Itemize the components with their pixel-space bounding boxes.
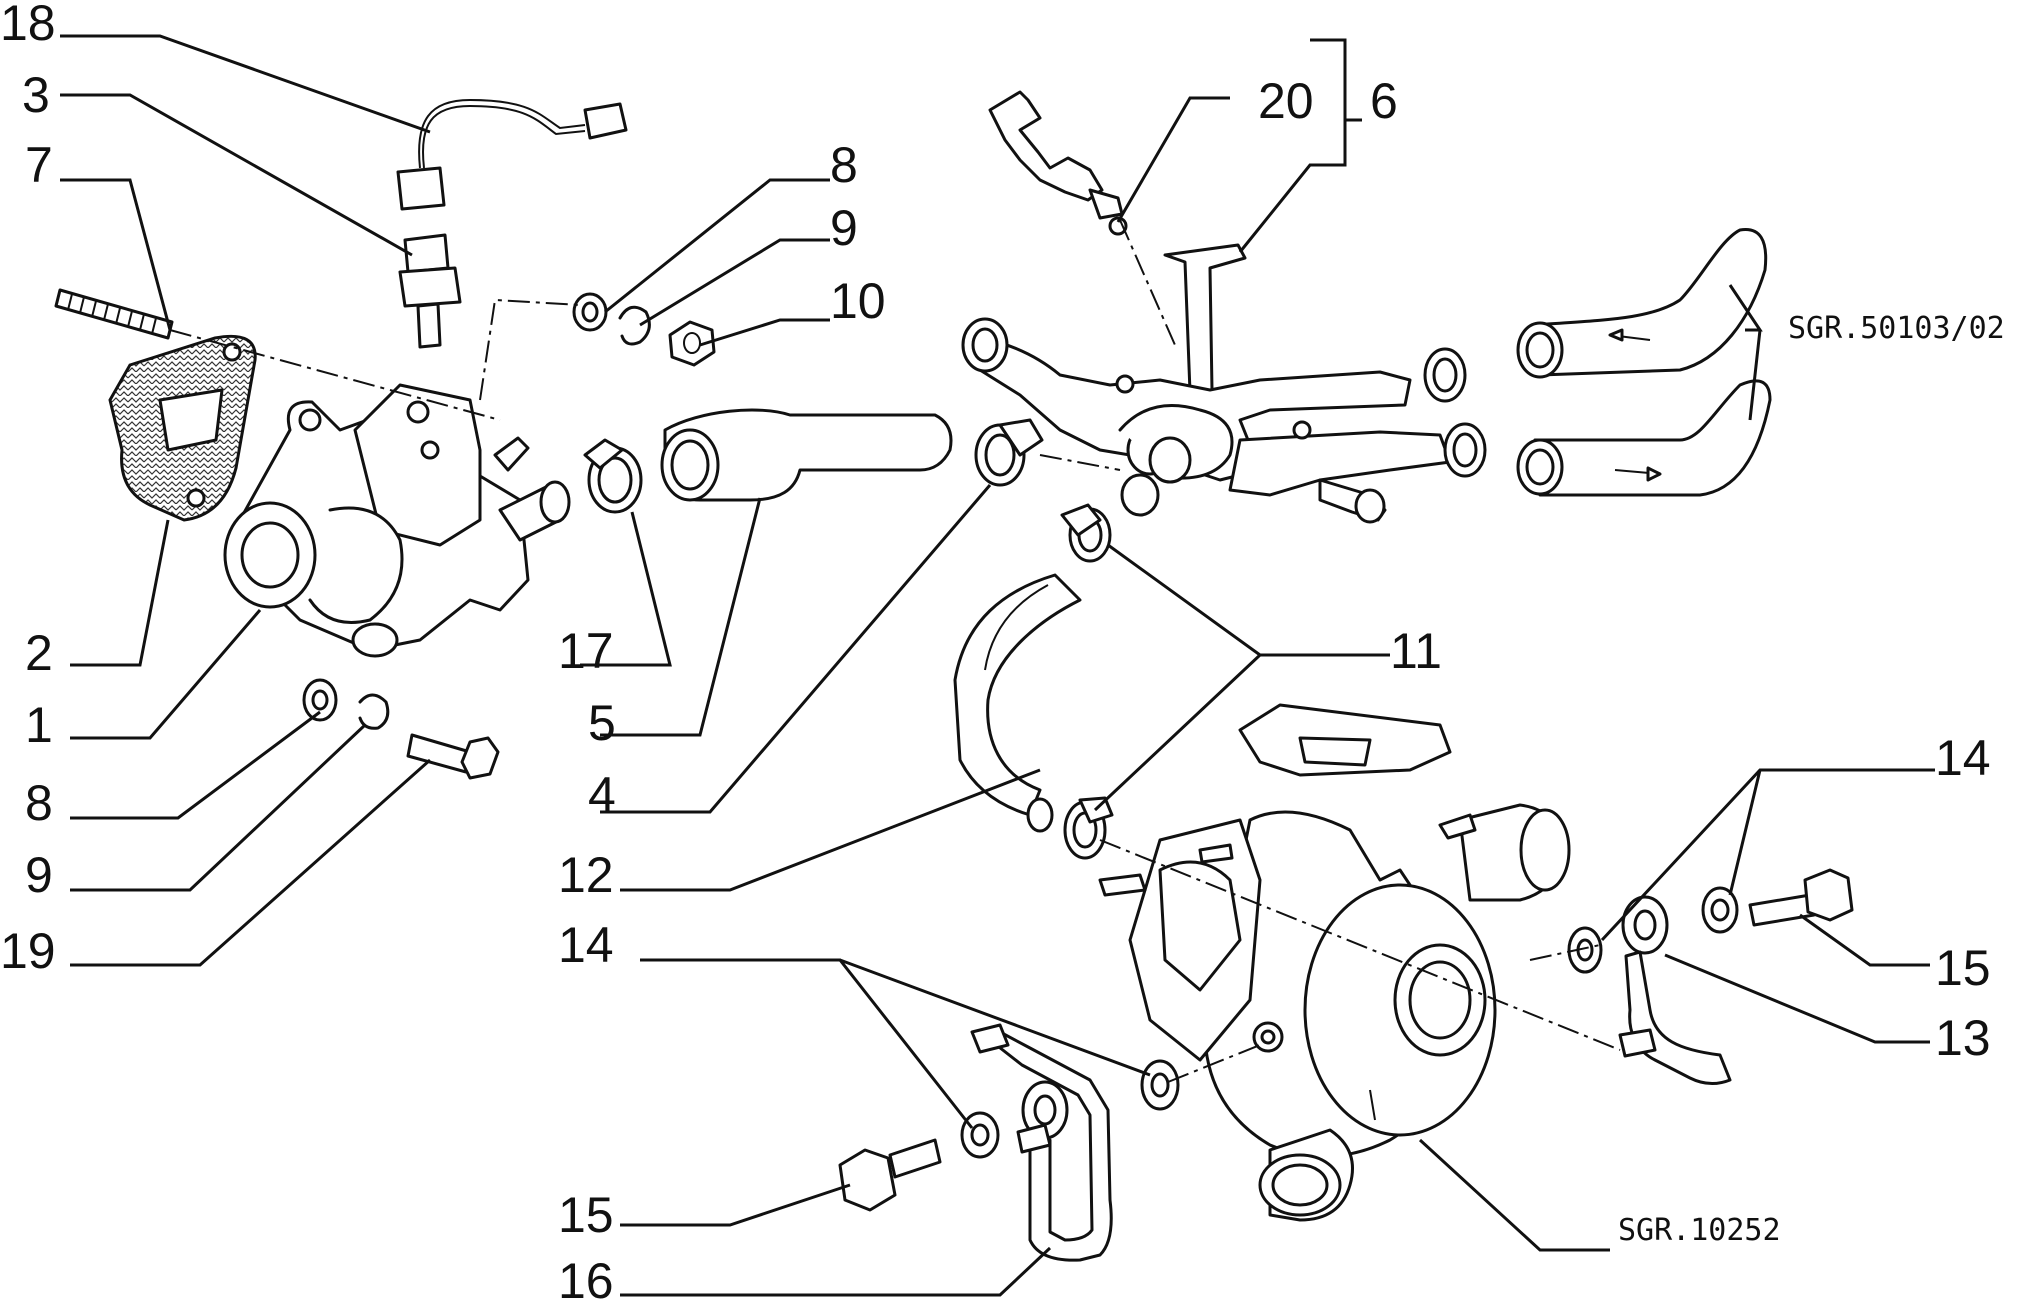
bolt-lower <box>406 733 500 780</box>
callout-5: 5 <box>588 695 616 751</box>
callout-15-right: 15 <box>1935 940 1991 996</box>
washer-14-left-a <box>960 1111 1000 1159</box>
leader-lines <box>60 34 1935 1297</box>
callout-3: 3 <box>22 67 50 123</box>
callouts: 18 3 7 2 1 8 9 19 8 9 10 17 5 4 12 20 6 … <box>0 0 1991 1303</box>
hose-upper-right <box>1516 228 1768 379</box>
callout-2: 2 <box>25 625 53 681</box>
callout-14-left: 14 <box>558 917 614 973</box>
banjo-oil-line-13 <box>1618 895 1732 1085</box>
hose-lower-right <box>1516 379 1772 497</box>
washer-lower <box>302 678 338 722</box>
banjo-oil-line-16 <box>970 1023 1113 1262</box>
water-pipe-assembly <box>961 243 1487 524</box>
callout-14-right: 14 <box>1935 730 1991 786</box>
reference-turbocharger: SGR.10252 <box>1618 1213 1781 1248</box>
callout-10: 10 <box>830 273 886 329</box>
callout-9-upper: 9 <box>830 200 858 256</box>
washer-14-left-b <box>1140 1059 1180 1111</box>
wiring-connector <box>396 98 628 211</box>
turbocharger <box>1098 703 1571 1222</box>
banjo-bolt-15-left <box>838 1138 942 1212</box>
callout-7: 7 <box>25 137 53 193</box>
hose-clamp-upper <box>974 418 1044 487</box>
centre-lines <box>169 219 1621 1083</box>
washer <box>572 292 608 332</box>
coolant-hose-12 <box>953 573 1082 833</box>
callout-8-lower: 8 <box>25 775 53 831</box>
reference-hose-set: SGR.50103/02 <box>1788 311 2005 346</box>
callout-16: 16 <box>558 1253 614 1303</box>
callout-12: 12 <box>558 847 614 903</box>
spring-washer-lower <box>358 693 390 730</box>
callout-19: 19 <box>0 923 56 979</box>
callout-13: 13 <box>1935 1010 1991 1066</box>
nut <box>668 320 716 367</box>
sensor-bracket <box>988 90 1128 236</box>
hose-clamp-11-upper <box>1060 503 1112 563</box>
spring-washer <box>618 305 651 346</box>
washer-14-right-b <box>1701 886 1739 934</box>
callout-20: 20 <box>1258 73 1314 129</box>
callout-9-lower: 9 <box>25 847 53 903</box>
callout-8-upper: 8 <box>830 137 858 193</box>
callout-1: 1 <box>25 697 53 753</box>
callout-15-left: 15 <box>558 1187 614 1243</box>
temperature-sender <box>398 233 462 349</box>
callout-6: 6 <box>1370 73 1398 129</box>
callout-18: 18 <box>0 0 56 51</box>
callout-17: 17 <box>558 623 614 679</box>
callout-11: 11 <box>1390 623 1442 679</box>
stud-bolt <box>54 288 174 340</box>
banjo-bolt-15-right <box>1748 868 1854 927</box>
gasket <box>108 334 257 522</box>
water-outlet-housing <box>223 383 571 658</box>
callout-4: 4 <box>588 767 616 823</box>
coolant-hose <box>660 408 953 502</box>
hose-clamp <box>583 438 643 514</box>
hose-clamp-11-lower <box>1063 796 1114 860</box>
